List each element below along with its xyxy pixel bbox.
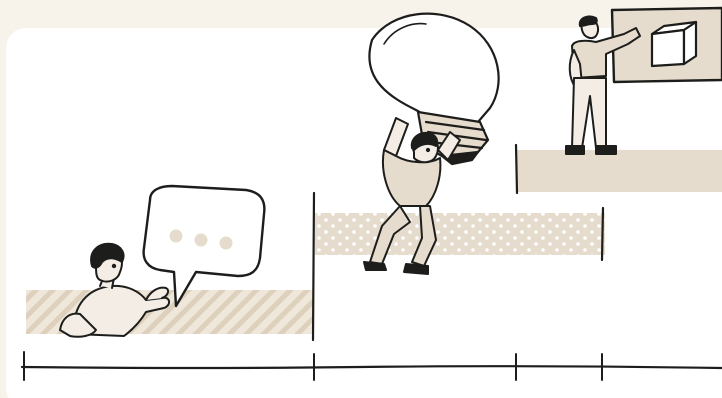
- divider-2: [514, 143, 519, 195]
- timeline-axis: [20, 351, 722, 381]
- presentation-board: [610, 6, 722, 84]
- speech-bubble-icon: [142, 184, 266, 308]
- divider-3: [600, 206, 605, 262]
- step-2-block: [315, 213, 605, 255]
- chat-dot-2: [194, 233, 208, 247]
- person-carrying-bulb: [363, 117, 461, 275]
- chat-dot-1: [169, 229, 183, 243]
- person-presenting: [565, 15, 641, 155]
- person-talking: [59, 242, 170, 338]
- cube-icon: [650, 20, 698, 68]
- divider-1: [311, 191, 316, 342]
- step-3-block: [516, 150, 722, 192]
- chat-dot-3: [219, 236, 233, 250]
